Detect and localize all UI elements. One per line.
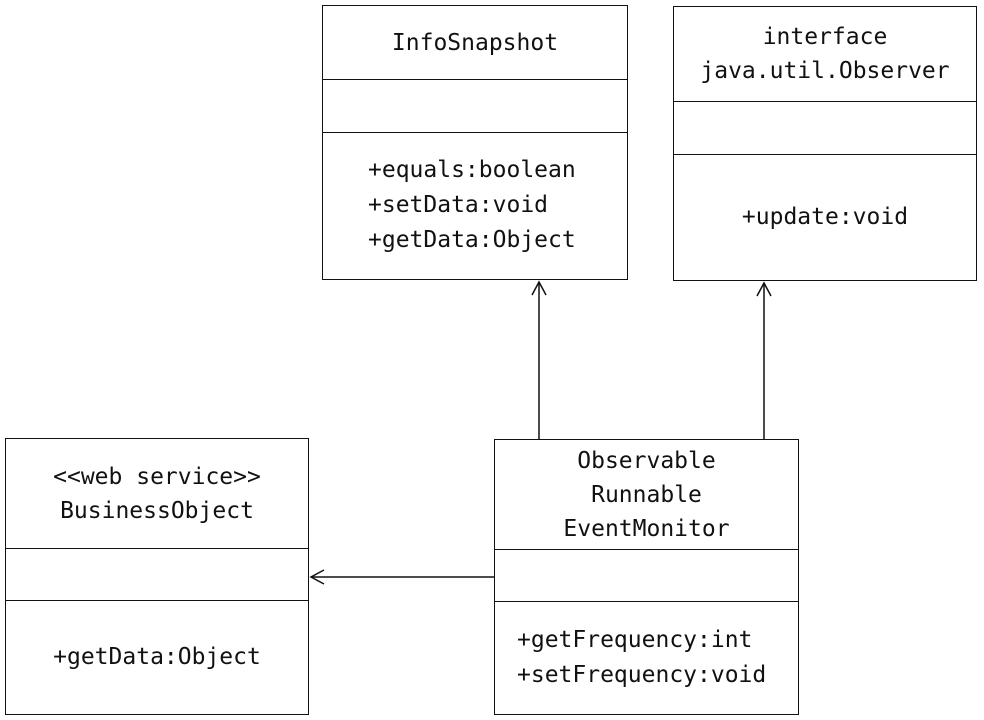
class-name: EventMonitor (563, 515, 730, 542)
class-observer-interface[interactable]: interface java.util.Observer +update:voi… (673, 6, 977, 281)
class-businessobject[interactable]: <<web service>> BusinessObject +getData:… (5, 438, 309, 715)
operations-compartment: +update:void (674, 155, 976, 279)
operations-compartment: +getFrequency:int +setFrequency:void (495, 602, 798, 713)
class-name-compartment: interface java.util.Observer (674, 7, 976, 102)
class-stereotype: Runnable (591, 481, 702, 508)
attributes-compartment (495, 550, 798, 602)
operations-compartment: +equals:boolean +setData:void +getData:O… (323, 133, 627, 278)
class-infosnapshot[interactable]: InfoSnapshot +equals:boolean +setData:vo… (322, 5, 628, 280)
operation: +setData:void (368, 192, 549, 218)
operation: +update:void (741, 203, 909, 230)
operation: +getData:Object (368, 227, 576, 253)
operation: +equals:boolean (368, 157, 576, 183)
class-eventmonitor[interactable]: Observable Runnable EventMonitor +getFre… (494, 439, 799, 715)
association-eventmonitor-businessobject (309, 569, 494, 585)
class-stereotype: <<web service>> (53, 463, 261, 490)
association-eventmonitor-infosnapshot (531, 280, 547, 439)
class-name-compartment: <<web service>> BusinessObject (6, 439, 308, 549)
class-name: InfoSnapshot (391, 29, 559, 56)
operations-compartment: +getData:Object (6, 601, 308, 713)
operation: +getFrequency:int (517, 626, 753, 653)
class-stereotype: Observable (577, 447, 716, 474)
association-eventmonitor-observer (756, 281, 772, 439)
class-name: BusinessObject (60, 497, 254, 524)
operation: +getData:Object (53, 643, 261, 670)
class-name-compartment: Observable Runnable EventMonitor (495, 440, 798, 550)
class-name-compartment: InfoSnapshot (323, 6, 627, 80)
class-name: java.util.Observer (700, 58, 950, 84)
attributes-compartment (6, 549, 308, 601)
operation: +setFrequency:void (517, 661, 767, 688)
attributes-compartment (674, 102, 976, 155)
attributes-compartment (323, 80, 627, 133)
class-stereotype: interface (762, 24, 888, 50)
